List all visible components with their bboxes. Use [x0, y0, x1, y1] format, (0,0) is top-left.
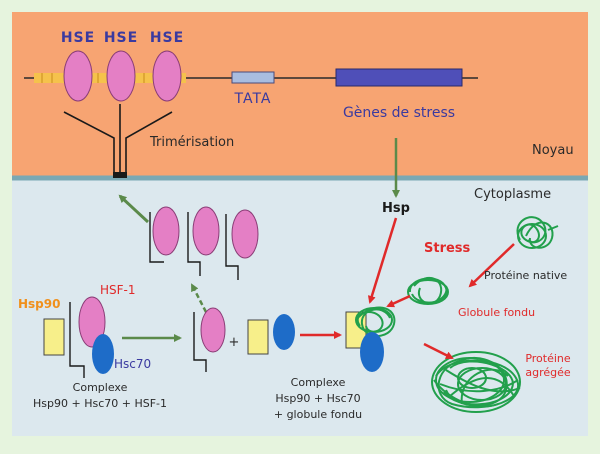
monomers-to-trimer-arrow — [118, 194, 150, 224]
hsf1-trimer-subunit-1 — [63, 50, 93, 102]
right-complex-label-line3: + globule fondu — [273, 408, 363, 421]
nucleus-region — [12, 12, 588, 178]
hsf1-free-monomer — [200, 307, 226, 353]
native-protein-label: Protéine native — [484, 269, 568, 282]
trimerisation-funnel — [63, 104, 173, 176]
hsc70-left — [92, 334, 114, 374]
aggregated-protein-label-line1: Protéine — [525, 352, 571, 365]
hsc70-right — [360, 332, 384, 372]
native-protein-coil — [516, 216, 559, 249]
trimerisation-label: Trimérisation — [150, 135, 235, 150]
cytoplasm-region — [12, 178, 588, 436]
hsf1-left — [78, 296, 106, 348]
molten-globule-coil — [407, 276, 449, 305]
stress-genes-label: Gènes de stress — [342, 105, 456, 121]
left-complex-label-line2: Hsp90 + Hsc70 + HSF-1 — [33, 397, 167, 410]
hsc70-label: Hsc70 — [114, 357, 152, 371]
hsf1-monomer-group-top — [149, 206, 259, 280]
hsf1-left-tail — [69, 302, 85, 378]
plus-sign: + — [228, 335, 240, 350]
stress-label: Stress — [424, 241, 471, 256]
hsf1-label: HSF-1 — [100, 283, 136, 297]
hse-label-2: HSE — [103, 30, 139, 46]
left-complex-label-line1: Complexe — [72, 381, 128, 394]
hsp-to-complex-arrow — [367, 217, 398, 304]
hse-label-3: HSE — [149, 30, 185, 46]
stress-gene-box — [335, 68, 463, 87]
right-complex-label-line2: Hsp90 + Hsc70 — [275, 392, 361, 405]
hsp90-left — [43, 318, 65, 356]
globule-to-complex-arrow — [386, 294, 411, 308]
hsp-label: Hsp — [382, 201, 410, 216]
globule-to-aggregate-arrow — [423, 342, 454, 360]
nucleus-label: Noyau — [532, 143, 574, 158]
hsp90-label: Hsp90 — [18, 297, 61, 311]
hse-label-1: HSE — [60, 30, 96, 46]
cytoplasm-label: Cytoplasme — [474, 187, 552, 202]
aggregated-protein-mass — [431, 351, 521, 413]
molten-globule-label: Globule fondu — [458, 306, 536, 319]
tata-box — [231, 71, 275, 84]
hsc70-free — [273, 314, 295, 350]
hsf1-trimer-subunit-2 — [106, 50, 136, 102]
hsf1-free-tail — [193, 312, 207, 372]
trimer-tail — [113, 172, 127, 178]
free-monomer-up-arrow — [190, 283, 208, 313]
hsp90-free — [247, 319, 269, 355]
tata-label: TATA — [234, 91, 272, 107]
right-complex-label-line1: Complexe — [290, 376, 346, 389]
hsf1-trimer-subunit-3 — [152, 50, 182, 102]
molten-globule-bound — [355, 306, 396, 337]
aggregated-protein-label-line2: agrégée — [525, 366, 571, 379]
native-to-globule-arrow — [468, 243, 515, 288]
